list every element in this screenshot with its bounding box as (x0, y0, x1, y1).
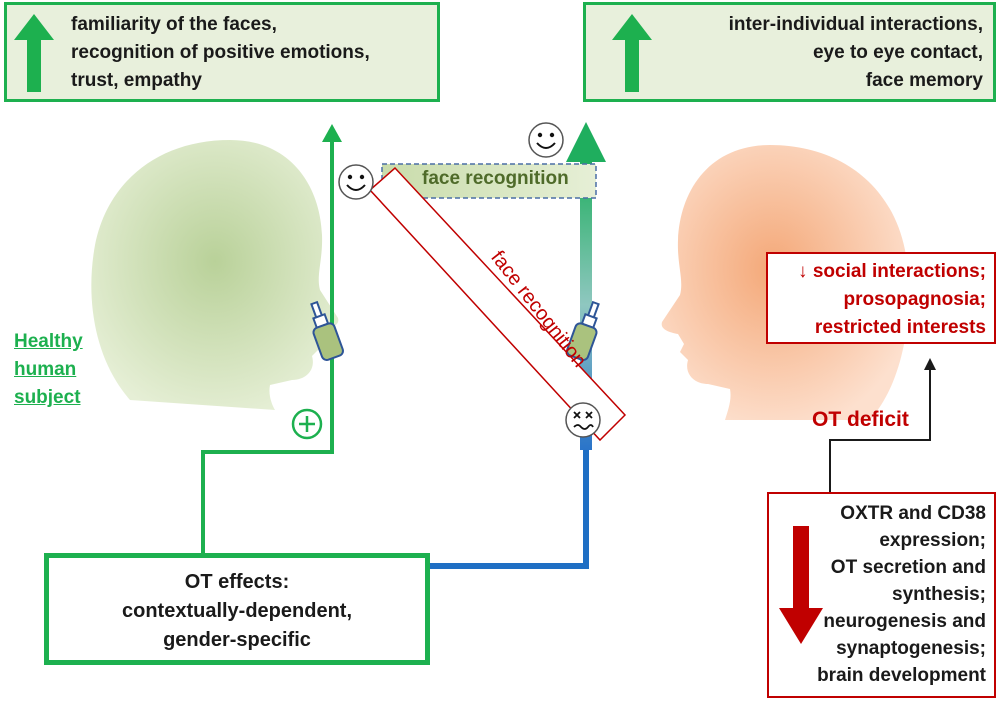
symptom-interests: restricted interests (814, 317, 986, 338)
middle-arrowhead (566, 122, 606, 162)
deficit-symptoms-box: ↓ social interactions; prosopagnosia; re… (766, 252, 996, 344)
nasal-spray-icon (566, 300, 600, 361)
left-effects-box: familiarity of the faces, recognition of… (4, 2, 440, 102)
ot-effects-box: OT effects: contextually-dependent, gend… (44, 553, 430, 665)
ot-effects-text: OT effects: contextually-dependent, gend… (121, 571, 353, 651)
left-pathway-line (201, 140, 334, 555)
deficit-causes-text: OXTR and CD38 expression; OT secretion a… (817, 503, 986, 686)
deficit-connector-line (829, 368, 931, 492)
left-effects-text: familiarity of the faces, recognition of… (71, 14, 370, 91)
right-effects-text: inter-individual interactions, eye to ey… (728, 14, 983, 91)
smiley-face-icon (528, 122, 564, 158)
plus-circle-icon (291, 408, 323, 440)
left-pathway-arrowhead (322, 124, 342, 142)
blue-pathway-line (430, 440, 589, 569)
symptom-social: ↓ social interactions; (798, 261, 986, 282)
smiley-face-icon (338, 164, 374, 200)
face-recognition-label: face recognition (422, 168, 569, 189)
ot-deficit-label: OT deficit (812, 408, 909, 431)
symptom-prosopagnosia: prosopagnosia; (843, 289, 986, 310)
dizzy-face-icon (565, 402, 601, 438)
deficit-connector-arrowhead (924, 358, 936, 370)
right-effects-box: inter-individual interactions, eye to ey… (583, 2, 996, 102)
nasal-spray-icon (310, 300, 344, 361)
diagonal-recognition-band (368, 166, 627, 442)
left-head-silhouette (91, 140, 339, 410)
red-down-arrow-icon (779, 526, 823, 644)
deficit-causes-box: OXTR and CD38 expression; OT secretion a… (767, 492, 996, 698)
healthy-subject-label: Healthy human subject (14, 331, 83, 408)
